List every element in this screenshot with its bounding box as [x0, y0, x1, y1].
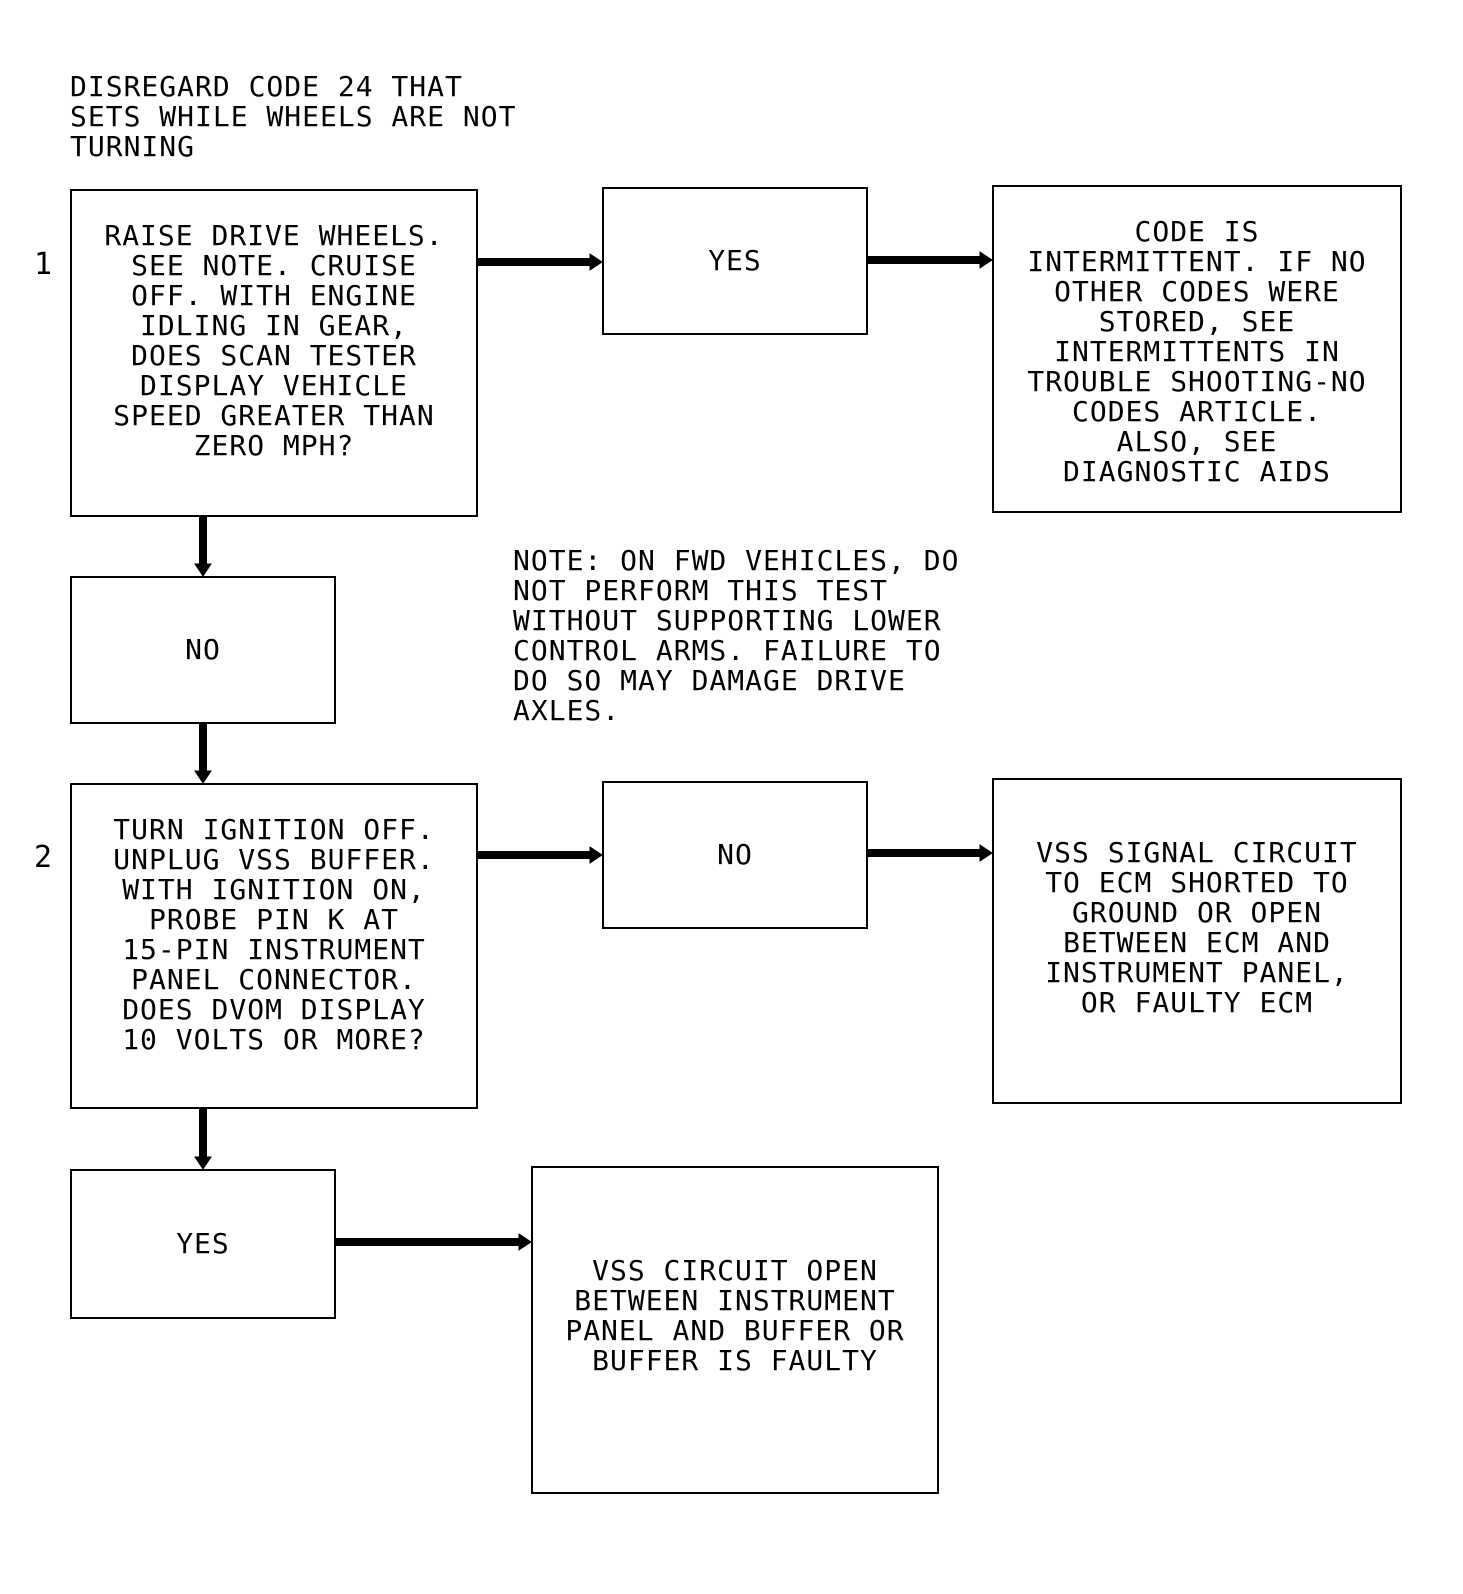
step-1-yes-result-text: CODE IS INTERMITTENT. IF NO OTHER CODES … — [1027, 215, 1367, 488]
step-2-no-result-box: VSS SIGNAL CIRCUIT TO ECM SHORTED TO GRO… — [992, 778, 1402, 1104]
step-1-yes-box: YES — [602, 187, 868, 335]
step-2-yes-result-text: VSS CIRCUIT OPEN BETWEEN INSTRUMENT PANE… — [565, 1254, 905, 1377]
step-1-question-text: RAISE DRIVE WHEELS. SEE NOTE. CRUISE OFF… — [104, 219, 444, 462]
step-2-yes-label: YES — [176, 1227, 230, 1260]
arrowhead-step2-yes-to-result — [518, 1233, 532, 1251]
step-2-yes-result-box: VSS CIRCUIT OPEN BETWEEN INSTRUMENT PANE… — [531, 1166, 939, 1494]
step-2-no-box: NO — [602, 781, 868, 929]
arrowhead-no-to-step2 — [194, 770, 212, 784]
step-1-yes-result-box: CODE IS INTERMITTENT. IF NO OTHER CODES … — [992, 185, 1402, 513]
step-2-no-label: NO — [717, 838, 753, 871]
step-1-number: 1 — [34, 247, 53, 282]
step-2-question-text: TURN IGNITION OFF. UNPLUG VSS BUFFER. WI… — [113, 813, 435, 1056]
arrowhead-step2-to-no — [589, 846, 603, 864]
arrowhead-yes-to-result — [979, 251, 993, 269]
step-2-no-result-text: VSS SIGNAL CIRCUIT TO ECM SHORTED TO GRO… — [1036, 836, 1358, 1019]
arrowhead-step1-to-no — [194, 563, 212, 577]
arrowhead-step2-no-to-result — [979, 844, 993, 862]
step-1-no-label: NO — [185, 633, 221, 666]
step-2-yes-box: YES — [70, 1169, 336, 1319]
step-1-no-box: NO — [70, 576, 336, 724]
step-2-question-box: TURN IGNITION OFF. UNPLUG VSS BUFFER. WI… — [70, 783, 478, 1109]
step-2-number: 2 — [34, 840, 53, 875]
arrowhead-step2-to-yes — [194, 1156, 212, 1170]
side-note: NOTE: ON FWD VEHICLES, DO NOT PERFORM TH… — [513, 544, 960, 727]
arrowhead-step1-to-yes — [589, 253, 603, 271]
step-1-question-box: RAISE DRIVE WHEELS. SEE NOTE. CRUISE OFF… — [70, 189, 478, 517]
header-note: DISREGARD CODE 24 THAT SETS WHILE WHEELS… — [70, 70, 517, 163]
step-1-yes-label: YES — [708, 244, 762, 277]
